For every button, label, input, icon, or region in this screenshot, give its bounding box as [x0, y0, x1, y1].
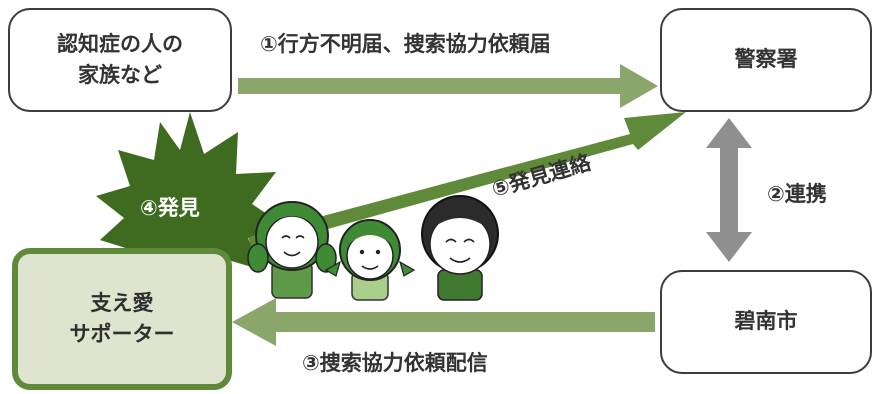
person-face-icon-3 — [421, 195, 499, 301]
family-box: 認知症の人の 家族など — [8, 8, 232, 112]
police-box: 警察署 — [660, 8, 872, 112]
notify-label: ③捜索協力依頼配信 — [302, 351, 488, 375]
report-label: ①行方不明届、捜索協力依頼届 — [260, 32, 551, 56]
supporter-box: 支え愛 サポーター — [12, 248, 232, 390]
person-face-icon-1 — [247, 201, 337, 299]
city-box: 碧南市 — [660, 270, 872, 374]
arrow-liaison — [706, 118, 752, 262]
arrow-notify — [232, 298, 655, 346]
arrow-report — [238, 64, 658, 108]
person-face-icon-2 — [324, 219, 416, 301]
liaison-label: ②連携 — [767, 182, 827, 206]
found-label: ④発見 — [140, 196, 200, 220]
family-box-line-1: 認知症の人の — [57, 31, 183, 56]
city-box-label: 碧南市 — [734, 309, 798, 334]
police-box-label: 警察署 — [734, 47, 798, 72]
supporter-box-line-1: 支え愛 — [90, 290, 154, 315]
arrow-contact — [248, 112, 686, 250]
family-box-line-2: 家族など — [78, 63, 162, 87]
supporter-box-line-2: サポーター — [69, 322, 175, 346]
